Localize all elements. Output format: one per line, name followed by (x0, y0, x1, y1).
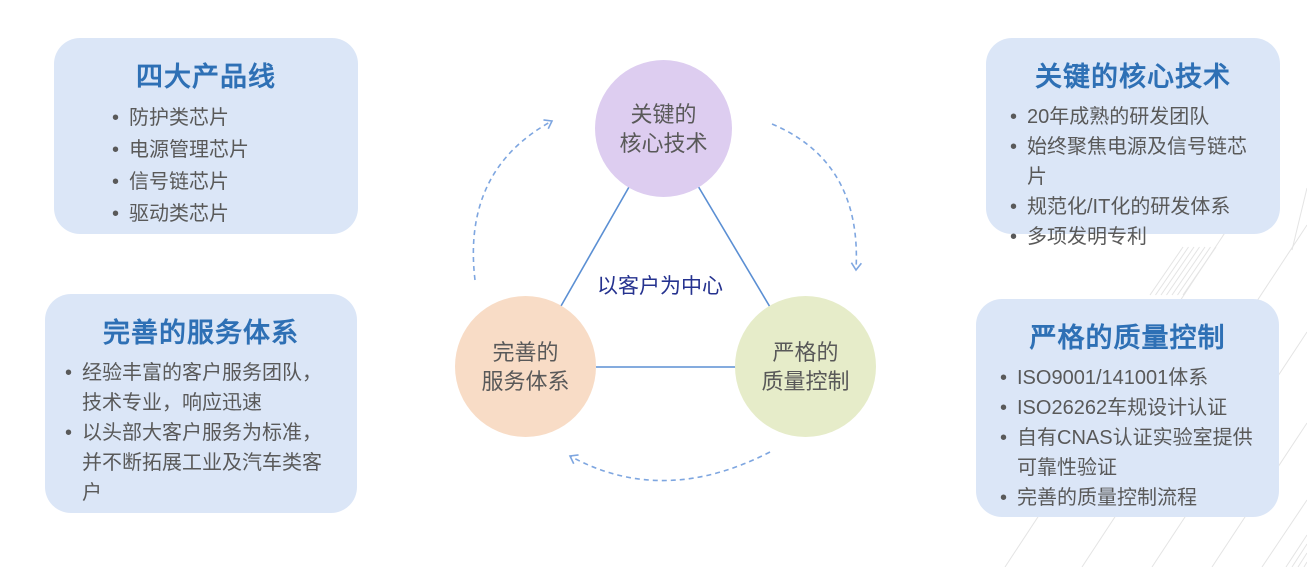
circle-core-tech-label-line2: 核心技术 (619, 130, 708, 156)
circle-service-system: 完善的 服务体系 (455, 296, 596, 437)
bullet-item: 始终聚焦电源及信号链芯片 (1008, 132, 1262, 192)
deco-hatch-line (1160, 246, 1195, 296)
bullet-item: 自有CNAS认证实验室提供可靠性验证 (998, 423, 1261, 483)
card-quality-control: 严格的质量控制 ISO9001/141001体系 ISO26262车规设计认证 … (976, 299, 1279, 517)
bullet-item: 以头部大客户服务为标准，并不断拓展工业及汽车类客户 (63, 418, 339, 508)
card-core-technology-list: 20年成熟的研发团队 始终聚焦电源及信号链芯片 规范化/IT化的研发体系 多项发… (1008, 102, 1262, 252)
circle-service-system-label-line2: 服务体系 (481, 368, 570, 394)
card-core-technology-title: 关键的核心技术 (1035, 62, 1231, 92)
deco-hatch-line (1285, 534, 1307, 567)
card-product-lines: 四大产品线 防护类芯片 电源管理芯片 信号链芯片 驱动类芯片 (54, 38, 358, 234)
bullet-item: 完善的质量控制流程 (998, 483, 1261, 513)
hatch-lines-group (1149, 246, 1217, 296)
bullet-item: 经验丰富的客户服务团队，技术专业，响应迅速 (63, 358, 339, 418)
card-quality-control-list: ISO9001/141001体系 ISO26262车规设计认证 自有CNAS认证… (998, 363, 1261, 513)
deco-hatch-line (1166, 246, 1200, 296)
dashed-arc-arrow-down-icon (771, 123, 863, 272)
corner-hatch-group (1285, 534, 1307, 567)
deco-hatch-line (1177, 246, 1211, 296)
bullet-item: 驱动类芯片 (110, 198, 340, 230)
card-product-lines-title: 四大产品线 (136, 62, 276, 92)
deco-hatch-line (1155, 246, 1189, 296)
bullet-item: 多项发明专利 (1008, 222, 1262, 252)
bullet-item: 规范化/IT化的研发体系 (1008, 192, 1262, 222)
card-core-technology: 关键的核心技术 20年成熟的研发团队 始终聚焦电源及信号链芯片 规范化/IT化的… (986, 38, 1280, 252)
dashed-arc-arrow-up-icon (472, 119, 554, 281)
deco-hatch-line (1182, 246, 1217, 296)
card-service-system: 完善的服务体系 经验丰富的客户服务团队，技术专业，响应迅速 以头部大客户服务为标… (45, 294, 357, 513)
dashed-arc-arrow-left-icon (568, 451, 771, 482)
bullet-item: ISO9001/141001体系 (998, 363, 1261, 393)
deco-hatch-line (1149, 246, 1184, 296)
circle-quality-control-label-line2: 质量控制 (761, 368, 850, 394)
deco-diagonal-line (1291, 187, 1307, 251)
deco-hatch-line (1291, 543, 1307, 567)
bullet-item: 信号链芯片 (110, 166, 340, 198)
deco-hatch-line (1171, 246, 1206, 296)
bullet-item: ISO26262车规设计认证 (998, 393, 1261, 423)
bullet-item: 20年成熟的研发团队 (1008, 102, 1262, 132)
card-service-system-title: 完善的服务体系 (103, 318, 299, 348)
circle-quality-control-label-line1: 严格的 (772, 339, 839, 365)
circle-service-system-label-line1: 完善的 (492, 339, 559, 365)
card-product-lines-list: 防护类芯片 电源管理芯片 信号链芯片 驱动类芯片 (110, 102, 340, 230)
card-service-system-list: 经验丰富的客户服务团队，技术专业，响应迅速 以头部大客户服务为标准，并不断拓展工… (63, 358, 339, 508)
bullet-item: 防护类芯片 (110, 102, 340, 134)
bullet-item: 电源管理芯片 (110, 134, 340, 166)
deco-hatch-line (1297, 552, 1307, 567)
circle-quality-control: 严格的 质量控制 (735, 296, 876, 437)
circle-core-tech: 关键的 核心技术 (595, 60, 732, 197)
card-quality-control-title: 严格的质量控制 (1029, 323, 1226, 353)
circle-core-tech-label-line1: 关键的 (630, 101, 697, 127)
customer-centric-label: 以客户为中心 (597, 275, 723, 298)
